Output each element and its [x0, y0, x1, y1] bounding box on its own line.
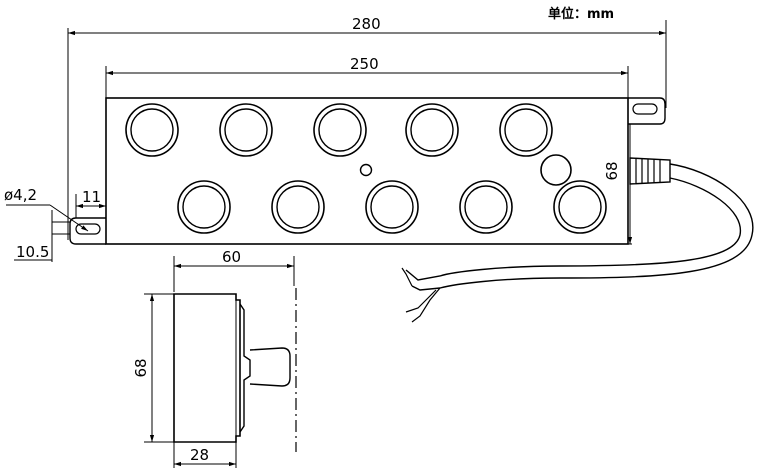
overall-length-dimension: 280 — [67, 15, 667, 240]
nozzle — [459, 180, 513, 234]
nozzle — [125, 103, 179, 157]
body-length-dimension: 250 — [105, 55, 629, 98]
water-level-sensor — [359, 163, 373, 177]
mounting-hole-dimension: ø4,2 — [4, 186, 89, 232]
nozzle — [177, 180, 231, 234]
tab-width-dimension: 11 — [75, 188, 107, 218]
nozzle — [313, 103, 367, 157]
tab-height-label: 10.5 — [16, 243, 49, 261]
float-sensor — [540, 154, 572, 186]
nozzle — [405, 103, 459, 157]
height-label: 68 — [603, 161, 621, 180]
power-cable — [401, 163, 754, 323]
tab-height-dimension: 10.5 — [14, 210, 70, 262]
nozzle — [365, 180, 419, 234]
nozzle-row-top — [125, 103, 553, 157]
atomizer-side-view: 60 68 28 — [132, 248, 297, 468]
body-length-label: 250 — [350, 55, 379, 73]
tab-width-label: 11 — [82, 188, 101, 206]
unit-label: 单位：mm — [548, 6, 614, 22]
side-depth-label: 60 — [222, 248, 241, 266]
hole-diameter-label: ø4,2 — [4, 186, 37, 204]
nozzle — [553, 180, 607, 234]
base-depth-label: 28 — [190, 446, 209, 464]
nozzle — [219, 103, 273, 157]
atomizer-body-top-view — [69, 97, 666, 245]
side-height-label: 68 — [132, 358, 150, 377]
cable-connector — [629, 157, 671, 185]
overall-length-label: 280 — [352, 15, 381, 33]
nozzle — [271, 180, 325, 234]
nozzle — [499, 103, 553, 157]
nozzle-row-bottom — [177, 180, 607, 234]
